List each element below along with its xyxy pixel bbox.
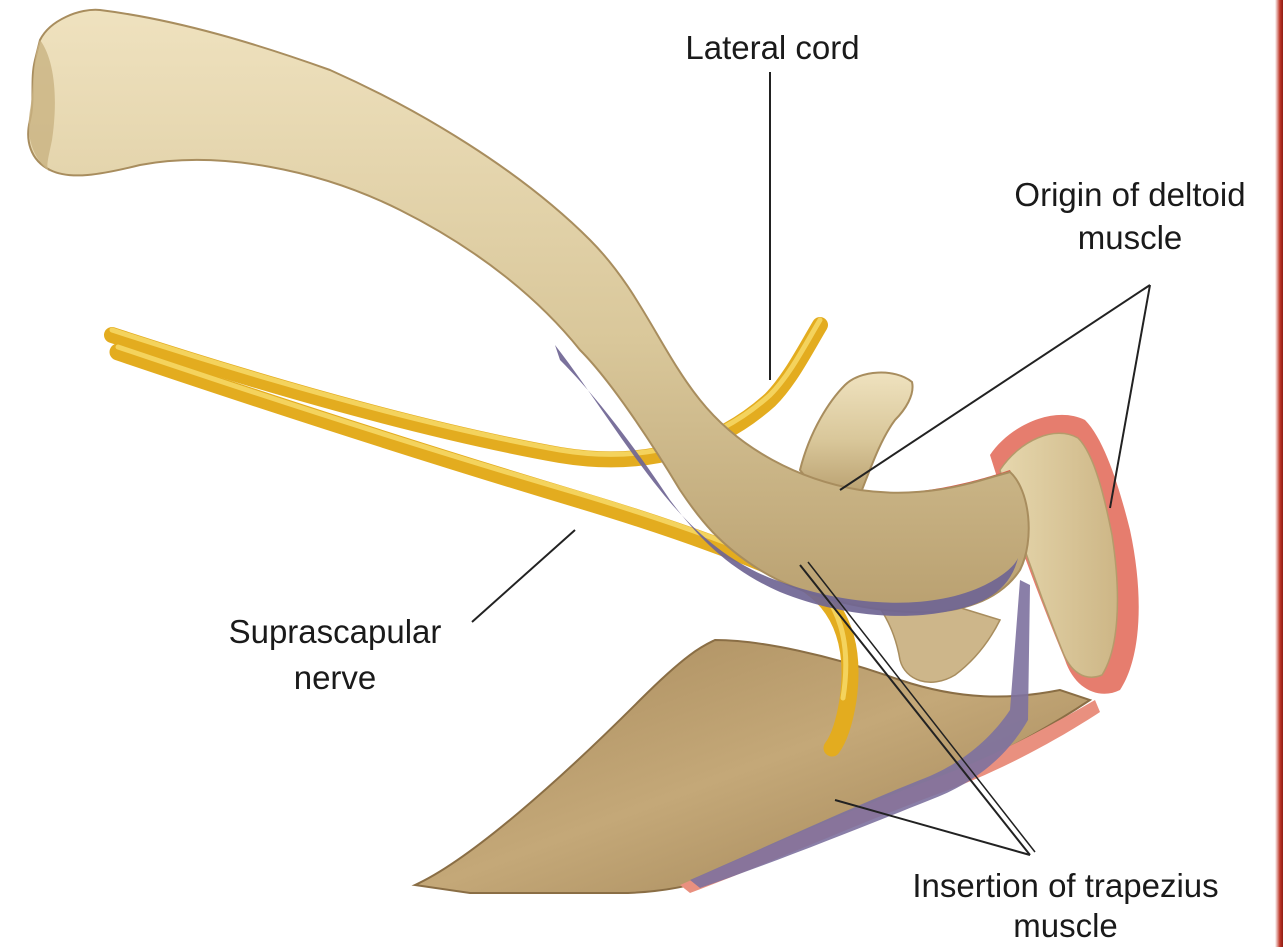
right-edge-strip — [1275, 0, 1283, 947]
label-suprascapular-line1: Suprascapular — [185, 612, 485, 652]
coracoid-process — [800, 373, 913, 495]
leader-suprascapular — [472, 530, 575, 622]
label-insertion-trapezius-line2: muscle — [868, 906, 1263, 946]
label-origin-deltoid-line2: muscle — [985, 218, 1275, 258]
clavicle — [28, 10, 1029, 613]
label-origin-deltoid-line1: Origin of deltoid — [985, 175, 1275, 215]
label-insertion-trapezius-line1: Insertion of trapezius — [868, 866, 1263, 906]
leader-deltoid-b — [1110, 285, 1150, 508]
label-lateral-cord: Lateral cord — [640, 28, 905, 68]
label-suprascapular-line2: nerve — [185, 658, 485, 698]
